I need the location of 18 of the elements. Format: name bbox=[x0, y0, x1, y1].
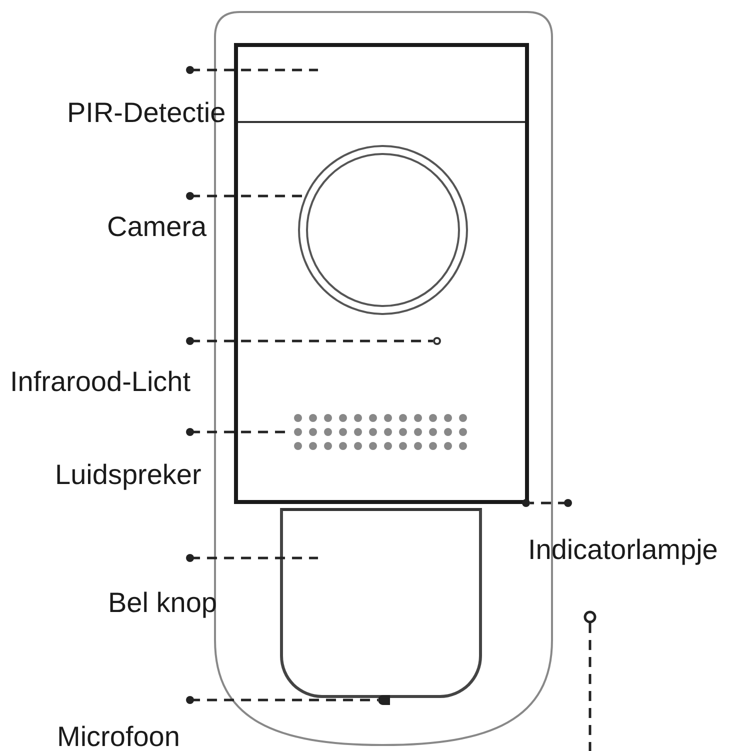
camera-lens bbox=[298, 145, 468, 315]
leader-line bbox=[186, 554, 318, 562]
part-label: Camera bbox=[107, 196, 207, 243]
part-label: Indicatorlampje bbox=[528, 503, 718, 566]
leader-line bbox=[186, 337, 433, 345]
leader-line bbox=[186, 66, 318, 74]
part-label: PIR-Detectie bbox=[67, 70, 226, 129]
microphone-hole bbox=[378, 695, 390, 705]
doorbell-button bbox=[280, 508, 482, 698]
part-label: Bel knop bbox=[108, 558, 217, 619]
part-label: Luidspreker bbox=[55, 432, 202, 491]
part-label: Microfoon bbox=[57, 700, 180, 751]
leader-line bbox=[186, 696, 378, 704]
infrared-led bbox=[433, 337, 441, 345]
part-label: Infrarood-Licht bbox=[10, 341, 191, 398]
leader-line bbox=[186, 192, 305, 200]
leader-line bbox=[530, 499, 572, 507]
indicator-lamp bbox=[522, 499, 530, 507]
